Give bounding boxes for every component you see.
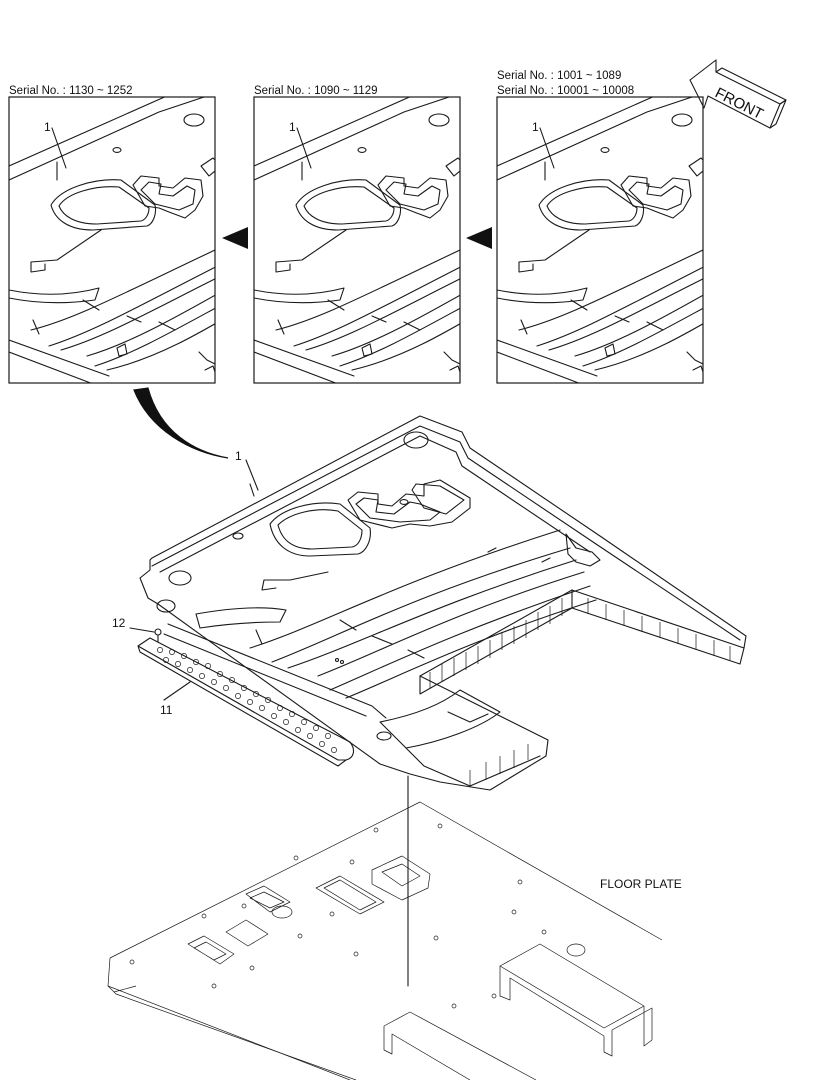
bolt-part [129, 627, 162, 643]
part-callout-1: 1 [235, 449, 242, 463]
front-label: FRONT [712, 84, 766, 123]
step-plate-part [137, 637, 355, 767]
inset-serial-label: Serial No. : 1001 ~ 1089 [497, 70, 621, 82]
callout-leader [539, 127, 555, 169]
mat-variant-drawing [9, 97, 215, 383]
inset-frame [253, 96, 461, 384]
part-callout-1: 1 [532, 120, 539, 134]
inset-frame [496, 96, 704, 384]
floor-mat-main-drawing [139, 415, 747, 987]
callout-leader [296, 127, 312, 169]
inset-serial-1001-1089: Serial No. : 1001 ~ 1089 Serial No. : 10… [496, 70, 704, 384]
part-callout-12: 12 [112, 616, 126, 630]
floor-plate-label: FLOOR PLATE [600, 877, 682, 891]
curved-arrow-icon [133, 387, 229, 459]
floor-plate-drawing [107, 801, 663, 1080]
mat-variant-drawing [254, 97, 460, 383]
part-callout-1: 1 [44, 120, 51, 134]
left-arrow-icon [466, 227, 492, 249]
left-arrow-icon [222, 227, 248, 249]
callout-leader [51, 127, 67, 169]
part-callout-11: 11 [160, 703, 173, 717]
inset-serial-label: Serial No. : 10001 ~ 10008 [497, 85, 634, 97]
inset-serial-1130-1252: Serial No. : 1130 ~ 1252 1 [8, 85, 216, 384]
mat-variant-drawing [497, 97, 703, 383]
part-callout-1: 1 [289, 120, 296, 134]
inset-serial-label: Serial No. : 1130 ~ 1252 [9, 85, 133, 97]
inset-frame [8, 96, 216, 384]
front-direction-arrow: FRONT [689, 59, 787, 129]
inset-serial-label: Serial No. : 1090 ~ 1129 [254, 85, 378, 97]
inset-serial-1090-1129: Serial No. : 1090 ~ 1129 1 [253, 85, 461, 384]
